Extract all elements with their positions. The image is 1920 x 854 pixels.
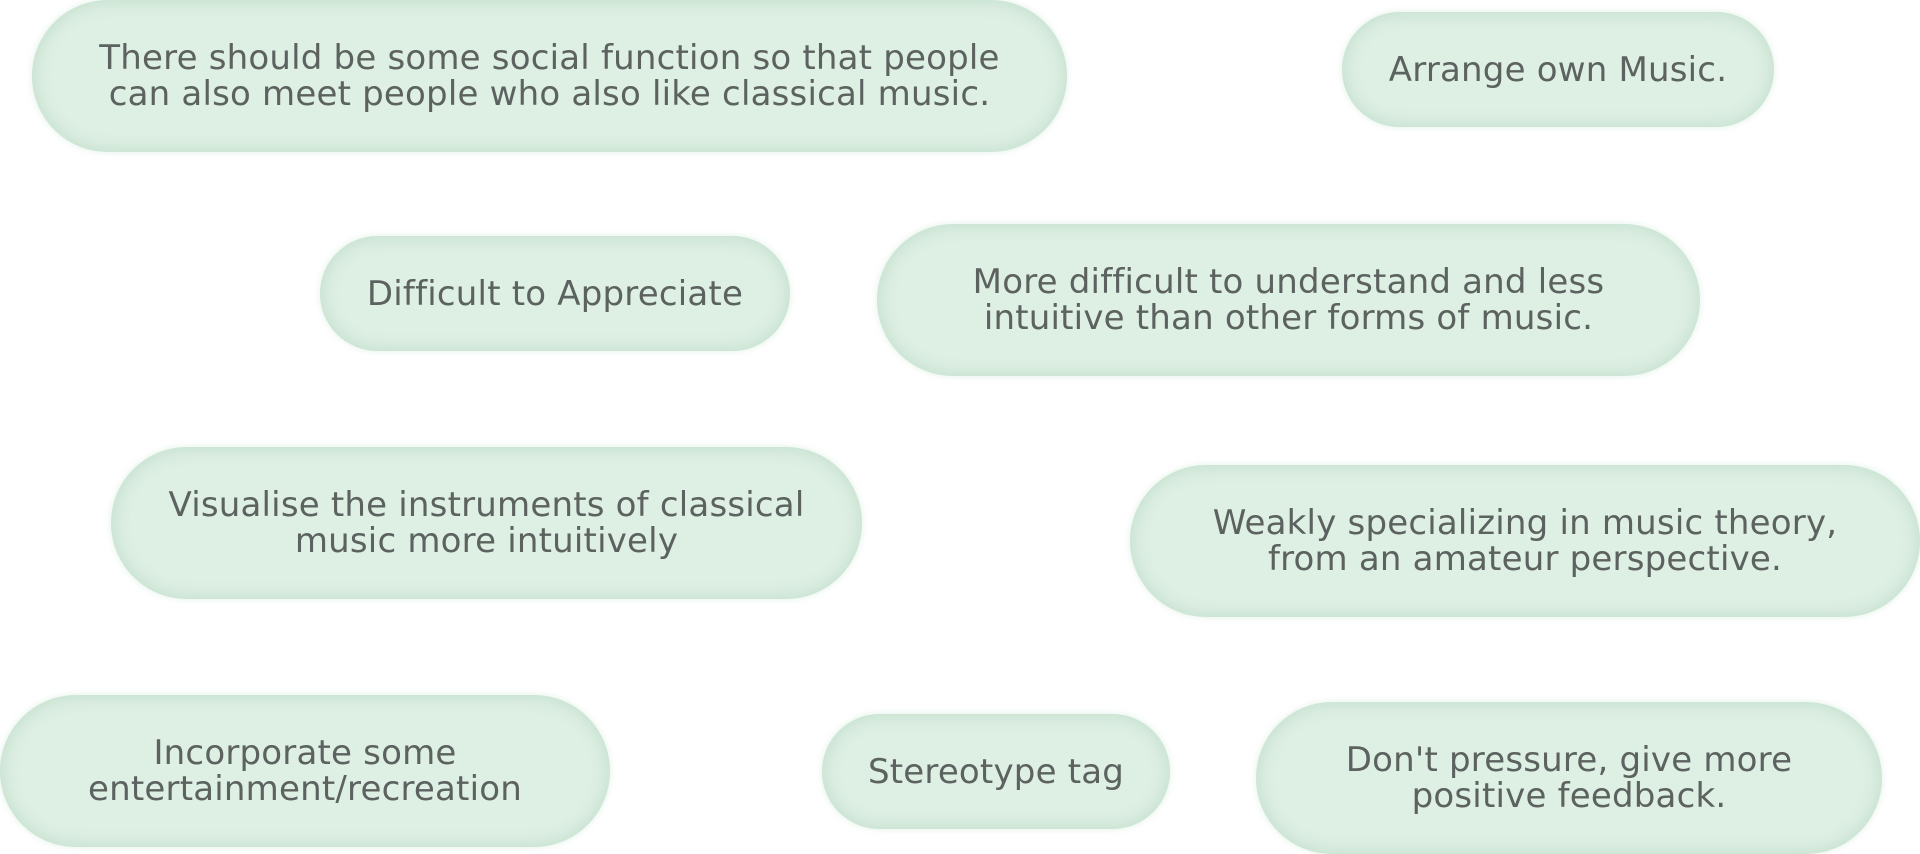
- note-text: More difficult to understand and less in…: [972, 262, 1605, 338]
- note-stereotype-tag: Stereotype tag: [822, 714, 1170, 829]
- note-text: Visualise the instruments of classical m…: [168, 485, 805, 561]
- note-dont-pressure: Don't pressure, give more positive feedb…: [1256, 702, 1882, 854]
- note-social-function: There should be some social function so …: [32, 0, 1067, 152]
- note-text: Difficult to Appreciate: [366, 273, 744, 314]
- note-text: Incorporate some entertainment/recreatio…: [88, 733, 522, 809]
- note-more-difficult: More difficult to understand and less in…: [877, 224, 1700, 376]
- note-text: Arrange own Music.: [1388, 49, 1728, 90]
- note-weakly-specializing: Weakly specializing in music theory, fro…: [1130, 465, 1920, 617]
- note-difficult-appreciate: Difficult to Appreciate: [320, 236, 790, 351]
- note-text: Weakly specializing in music theory, fro…: [1212, 503, 1838, 579]
- note-text: Don't pressure, give more positive feedb…: [1345, 740, 1793, 816]
- note-arrange-music: Arrange own Music.: [1342, 12, 1774, 127]
- note-visualise-instruments: Visualise the instruments of classical m…: [111, 447, 862, 599]
- note-text: Stereotype tag: [867, 751, 1125, 792]
- note-incorporate-entertainment: Incorporate some entertainment/recreatio…: [0, 695, 610, 847]
- note-text: There should be some social function so …: [99, 38, 1000, 114]
